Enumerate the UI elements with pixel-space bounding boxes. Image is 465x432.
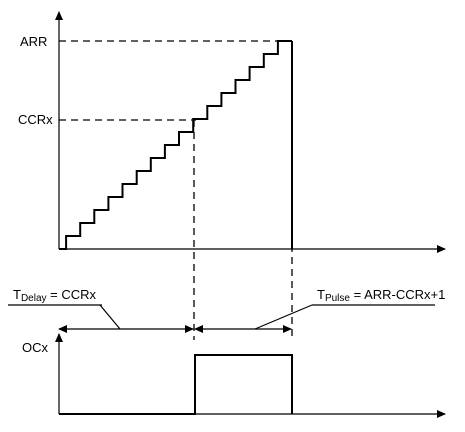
tpulse-leader bbox=[254, 304, 313, 330]
tpulse-t: T bbox=[317, 287, 325, 302]
tdelay-label: TDelay = CCRx bbox=[13, 287, 97, 304]
tpulse-label: TPulse = ARR-CCRx+1 bbox=[317, 287, 445, 304]
tpulse-subscript: Pulse bbox=[325, 293, 350, 304]
tdelay-leader bbox=[99, 304, 121, 330]
ccrx-label: CCRx bbox=[18, 112, 53, 127]
tdelay-value: = CCRx bbox=[47, 287, 97, 302]
tdelay-t: T bbox=[13, 287, 21, 302]
tpulse-value: = ARR-CCRx+1 bbox=[350, 287, 445, 302]
arr-label: ARR bbox=[20, 34, 47, 49]
ocx-label: OCx bbox=[22, 340, 49, 355]
tdelay-subscript: Delay bbox=[21, 293, 47, 304]
ocx-pulse-waveform bbox=[59, 354, 293, 415]
counter-staircase bbox=[59, 40, 292, 250]
